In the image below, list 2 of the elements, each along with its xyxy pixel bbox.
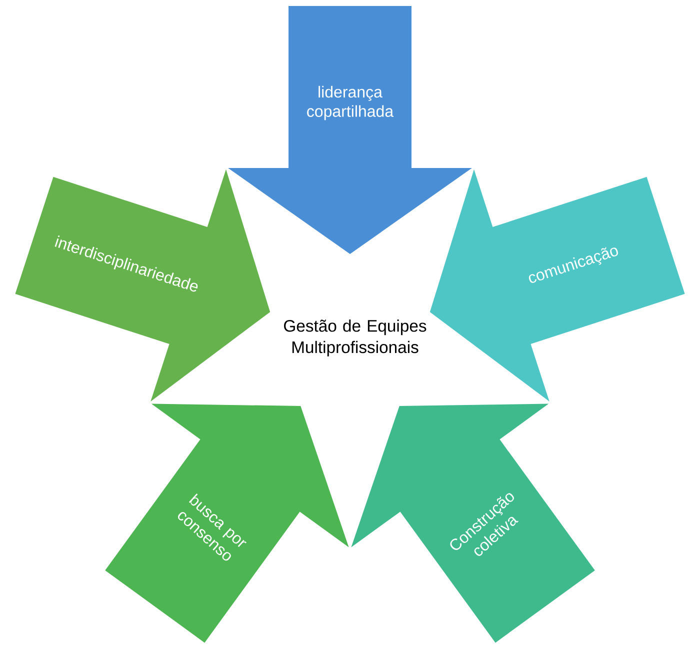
center-text: Gestão de Equipes Multiprofissionais (284, 320, 426, 356)
pointer-panel: liderança copartilhada (228, 6, 472, 254)
